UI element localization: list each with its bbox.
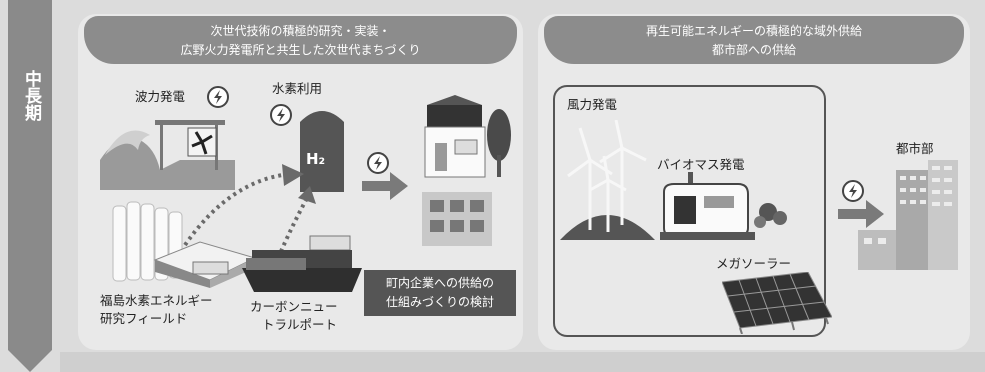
house-illustration bbox=[424, 95, 511, 178]
wave-power-label: 波力発電 bbox=[135, 89, 186, 104]
supply-arrow bbox=[838, 200, 884, 228]
building-illustration bbox=[422, 192, 492, 246]
right-title-line2: 都市部への供給 bbox=[711, 43, 796, 57]
lightning-icon bbox=[270, 104, 292, 126]
hydrogen-research-field-illustration bbox=[112, 201, 257, 288]
left-panel-header: 次世代技術の積極的研究・実装・ 広野火力発電所と共生した次世代まちづくり bbox=[84, 16, 517, 64]
bottom-band bbox=[60, 352, 985, 372]
supply-mechanism-box: 町内企業への供給の 仕組みづくりの検討 bbox=[364, 270, 516, 316]
right-panel-header: 再生可能エネルギーの積極的な域外供給 都市部への供給 bbox=[544, 16, 964, 64]
wave-power-illustration bbox=[100, 120, 235, 190]
urban-area-label: 都市部 bbox=[896, 141, 934, 156]
biomass-plant-illustration bbox=[660, 172, 787, 240]
solar-panel-illustration bbox=[722, 272, 832, 334]
lightning-icon bbox=[842, 180, 864, 202]
renewable-group-frame bbox=[553, 85, 826, 337]
fukushima-label-line2: 研究フィールド bbox=[100, 311, 188, 326]
hydrogen-tank-icon bbox=[300, 111, 344, 192]
timeline-arrow bbox=[8, 0, 52, 372]
supply-box-line2: 仕組みづくりの検討 bbox=[385, 295, 494, 309]
cargo-ship-illustration bbox=[242, 235, 362, 292]
dotted-arrow bbox=[276, 186, 316, 259]
dotted-arrow bbox=[183, 164, 304, 247]
biomass-power-label: バイオマス発電 bbox=[657, 157, 745, 172]
h2-label: H₂ bbox=[306, 150, 326, 168]
wind-turbine-illustration bbox=[560, 120, 655, 240]
mega-solar-label: メガソーラー bbox=[716, 256, 792, 271]
city-buildings-illustration bbox=[858, 160, 958, 270]
carbon-port-label-line1: カーボンニュー bbox=[250, 299, 338, 314]
lightning-icon bbox=[367, 152, 389, 174]
supply-box-line1: 町内企業への供給の bbox=[385, 276, 494, 290]
left-title-line1: 次世代技術の積極的研究・実装・ bbox=[210, 24, 391, 38]
fukushima-label-line1: 福島水素エネルギー bbox=[100, 293, 213, 308]
hydrogen-use-label: 水素利用 bbox=[272, 81, 323, 96]
left-title-line2: 広野火力発電所と共生した次世代まちづくり bbox=[180, 43, 421, 57]
supply-arrow bbox=[362, 172, 408, 200]
carbon-port-label-line2: トラルポート bbox=[262, 317, 338, 332]
lightning-icon bbox=[207, 86, 229, 108]
right-title-line1: 再生可能エネルギーの積極的な域外供給 bbox=[645, 24, 862, 38]
timeline-label: 中長期 bbox=[21, 70, 41, 121]
wind-power-label: 風力発電 bbox=[567, 97, 618, 112]
